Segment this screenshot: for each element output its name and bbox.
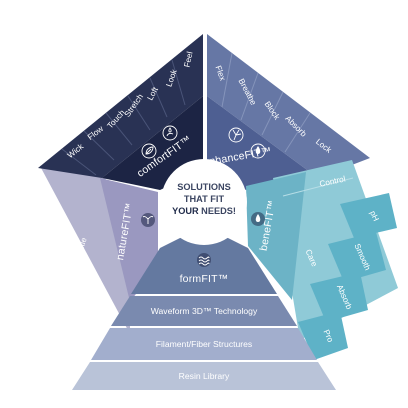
comfortfit-outer — [38, 34, 203, 178]
formfit-band-filament-label: Filament/Fiber Structures — [156, 339, 252, 349]
enhancefit-outer — [207, 34, 370, 178]
center-line-3-strong: YOUR — [172, 206, 199, 216]
leaf-icon — [141, 143, 157, 159]
benefit-sub-smooth — [328, 232, 386, 282]
comfortfit-item-feel: Feel — [182, 51, 194, 69]
formfit-band-filament — [91, 328, 317, 360]
drop-icon — [250, 143, 266, 159]
naturefit-inner — [100, 178, 158, 302]
formfit-brand: formFIT™ — [180, 273, 229, 285]
center-line-3-rest: NEEDS! — [199, 206, 236, 216]
benefit-sub-ph-label: pH — [368, 209, 381, 222]
benefit-inner — [246, 172, 306, 300]
center-line-3: YOUR NEEDS! — [172, 206, 236, 216]
sprout-icon — [141, 213, 155, 227]
comfortfit-inner — [102, 96, 203, 190]
flower-drop-icon — [251, 212, 265, 226]
benefit-sub-ph — [340, 193, 397, 238]
benefit-sub-absorb — [310, 272, 368, 322]
center-line-2: THAT FIT — [184, 194, 225, 204]
fan-icon — [228, 127, 244, 143]
formfit-band-resin — [72, 362, 336, 390]
formfit-band-waveform-label: Waveform 3D™ Technology — [151, 306, 258, 316]
hand-with-drop-icon — [162, 125, 178, 141]
center-circle — [161, 159, 247, 245]
formfit-band-waveform — [111, 296, 297, 326]
wave-layers-icon — [197, 253, 211, 267]
benefit-sub-pro — [298, 311, 348, 360]
enhancefit-inner — [207, 96, 318, 190]
formfit-band-resin-label: Resin Library — [179, 371, 230, 381]
center-line-1: SOLUTIONS — [177, 182, 231, 192]
